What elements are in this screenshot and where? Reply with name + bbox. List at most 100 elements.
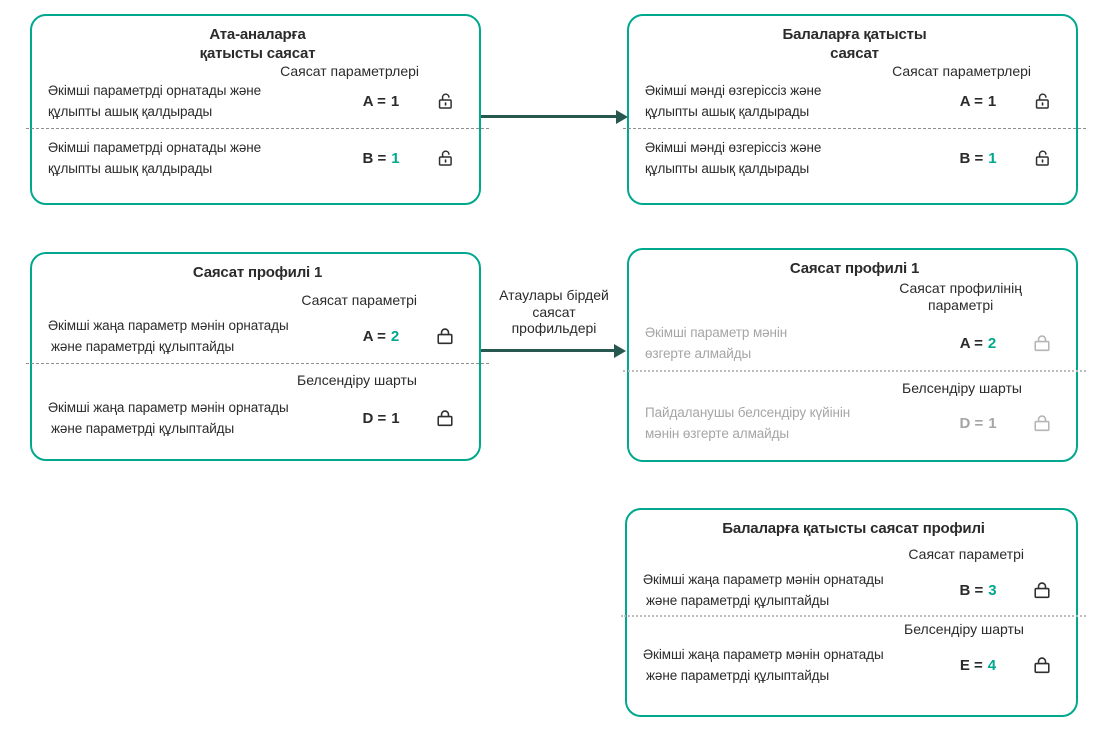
card-title: Саясат профилі 1 [192,264,323,281]
setting-value: B = 3 [936,582,1020,599]
setting-description: Әкімші жаңа параметр мәнін орнатады және… [48,315,339,357]
setting-description: Пайдаланушы белсендіру күйінін мәнін өзг… [645,402,936,444]
locked-icon [1020,654,1064,676]
setting-number: 3 [988,581,997,599]
setting-name: D = [362,409,387,427]
locked-icon [423,407,467,429]
section-header-activation-condition: Белсендіру шарты [904,621,1024,637]
setting-description-line: құлыпты ашық қалдырады [645,161,810,176]
setting-description: Әкімші мәнді өзгеріссіз және құлыпты ашы… [645,80,936,122]
divider [621,615,1086,617]
setting-value: D = 1 [339,410,423,427]
locked-icon [423,325,467,347]
setting-row: Әкімші мәнді өзгеріссіз және құлыпты ашы… [645,80,1064,122]
setting-row: Әкімші параметрді орнатады және құлыпты … [48,80,467,122]
setting-description-line: Әкімші мәнді өзгеріссіз және [645,83,822,98]
card-parents-policy: Ата-аналарға қатысты саясат Саясат парам… [26,14,489,205]
setting-description-line: Пайдаланушы белсендіру күйінін [645,405,851,420]
card-title: Балаларға қатысты саясат профилі [722,520,985,537]
section-header-activation-condition: Белсендіру шарты [902,380,1022,396]
setting-name: B = [959,581,984,599]
setting-number: 4 [987,656,997,674]
arrow-line [481,349,614,352]
setting-description-line: Әкімші жаңа параметр мәнін орнатады [48,318,289,333]
setting-name: A = [959,92,983,110]
setting-description: Әкімші параметрді орнатады және құлыпты … [48,137,339,179]
unlocked-icon [1020,90,1064,112]
card-title: Ата-аналарға қатысты саясат [48,25,467,63]
card-policy-profile-1: Саясат профилі 1 Саясат параметрі Әкімші… [26,252,489,461]
card-title: Балаларға қатысты саясат [645,25,1064,63]
setting-name: B = [959,149,984,167]
setting-description-line: Әкімші жаңа параметр мәнін орнатады [643,647,884,662]
arrow-head-icon [614,343,626,358]
setting-name: E = [959,656,983,674]
setting-description: Әкімші жаңа параметр мәнін орнатады және… [643,644,936,686]
setting-value: A = 2 [339,328,423,345]
arrow-head-icon [616,109,628,124]
setting-description-line: Әкімші жаңа параметр мәнін орнатады [48,400,289,415]
setting-description: Әкімші жаңа параметр мәнін орнатады және… [48,397,339,439]
setting-description-line: құлыпты ашық қалдырады [48,161,213,176]
unlocked-icon [423,90,467,112]
setting-description: Әкімші параметрді орнатады және құлыпты … [48,80,339,122]
arrow-label-same-name-profiles: Атаулары бірдей саясат профильдері [483,287,625,337]
setting-description: Әкімші мәнді өзгеріссіз және құлыпты ашы… [645,137,936,179]
setting-description-line: Әкімші параметрді орнатады және [48,140,262,155]
setting-row: Әкімші жаңа параметр мәнін орнатады және… [643,569,1064,611]
setting-row: Әкімші жаңа параметр мәнін орнатады және… [48,315,467,357]
setting-number: 1 [988,414,997,432]
locked-icon [1020,412,1064,434]
divider [26,363,489,364]
divider [26,128,489,129]
setting-row: Әкімші параметрді орнатады және құлыпты … [48,137,467,179]
setting-name: D = [959,414,984,432]
setting-description-line: мәнін өзгерте алмайды [645,426,789,441]
setting-description: Әкімші жаңа параметр мәнін орнатады және… [643,569,936,611]
section-header-profile-setting: Саясат профилінің параметрі [899,280,1022,314]
section-header-activation-condition: Белсендіру шарты [297,372,417,388]
section-header-policy-settings: Саясат параметрлері [892,63,1031,79]
setting-number: 1 [391,149,400,167]
locked-icon [1020,579,1064,601]
setting-value: E = 4 [936,657,1020,674]
setting-description-line: Әкімші параметр мәнін [645,325,788,340]
setting-name: A = [362,327,386,345]
setting-name: A = [362,92,386,110]
setting-description-line: және параметрді құлыптайды [646,593,830,608]
setting-row-disabled: Әкімші параметр мәнін өзгерте алмайды A … [645,322,1064,364]
setting-name: A = [959,334,983,352]
setting-description-line: Әкімші жаңа параметр мәнін орнатады [643,572,884,587]
card-title-line: қатысты саясат [199,45,316,62]
setting-description-line: және параметрді құлыптайды [51,421,235,436]
setting-description-line: құлыпты ашық қалдырады [48,104,213,119]
setting-row: Әкімші жаңа параметр мәнін орнатады және… [643,644,1064,686]
setting-row-disabled: Пайдаланушы белсендіру күйінін мәнін өзг… [645,402,1064,444]
setting-row: Әкімші жаңа параметр мәнін орнатады және… [48,397,467,439]
setting-description-line: және параметрді құлыптайды [51,339,235,354]
setting-number: 1 [390,92,400,110]
card-title-line: Балаларға қатысты [782,26,927,43]
section-header-line: Саясат профилінің [899,280,1022,296]
section-header-line: параметрі [928,297,994,313]
section-header-policy-setting: Саясат параметрі [908,546,1024,562]
section-header-policy-settings: Саясат параметрлері [280,63,419,79]
setting-number: 2 [390,327,400,345]
setting-number: 1 [391,409,400,427]
card-title-line: саясат [830,45,879,62]
setting-value: A = 2 [936,335,1020,352]
card-title: Саясат профилі 1 [789,260,920,277]
setting-value: D = 1 [936,415,1020,432]
setting-value: B = 1 [936,150,1020,167]
setting-description-line: құлыпты ашық қалдырады [645,104,810,119]
unlocked-icon [423,147,467,169]
divider [623,370,1086,372]
setting-description-line: Әкімші параметрді орнатады және [48,83,262,98]
arrow-profile-inheritance [481,343,626,358]
card-title-line: Ата-аналарға [209,26,306,43]
setting-value: A = 1 [339,93,423,110]
setting-description-line: Әкімші мәнді өзгеріссіз және [645,140,822,155]
card-children-policy: Балаларға қатысты саясат Саясат параметр… [623,14,1086,205]
locked-icon [1020,332,1064,354]
